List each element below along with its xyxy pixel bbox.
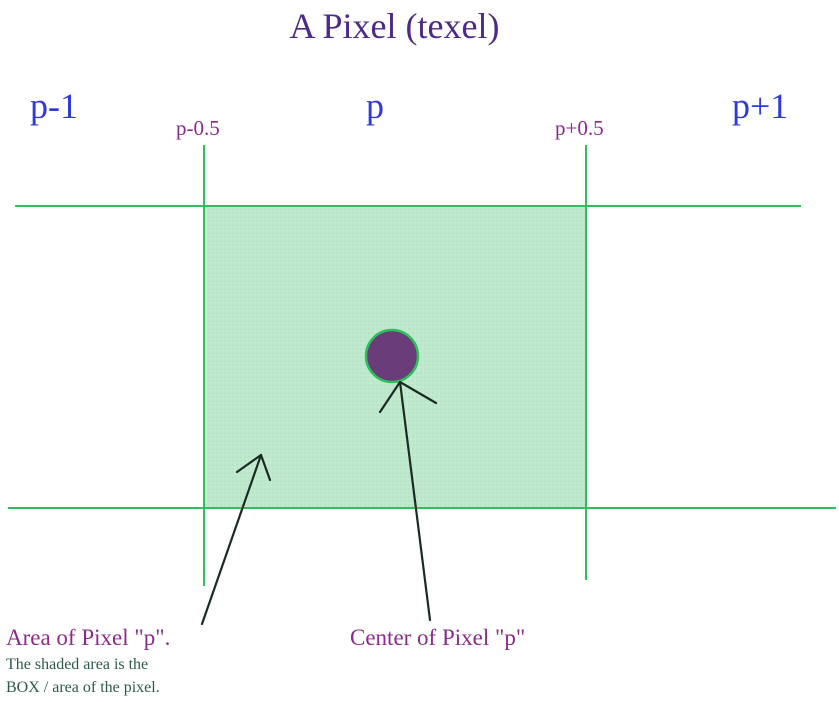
area-arrow [200,453,272,626]
area-caption: Area of Pixel "p". [6,625,171,650]
diagram-title: A Pixel (texel) [289,6,500,46]
center-arrow [378,380,438,622]
area-note-line-2: BOX / area of the pixel. [6,679,160,696]
pixel-center-dot [364,328,420,384]
area-note-line-1: The shaded area is the [6,656,149,673]
column-label-current: p [366,86,384,126]
column-label-next: p+1 [732,86,789,126]
center-caption: Center of Pixel "p" [350,625,526,650]
bound-label-right: p+0.5 [555,116,604,140]
column-label-prev: p-1 [30,86,78,126]
bound-label-left: p-0.5 [176,116,220,140]
